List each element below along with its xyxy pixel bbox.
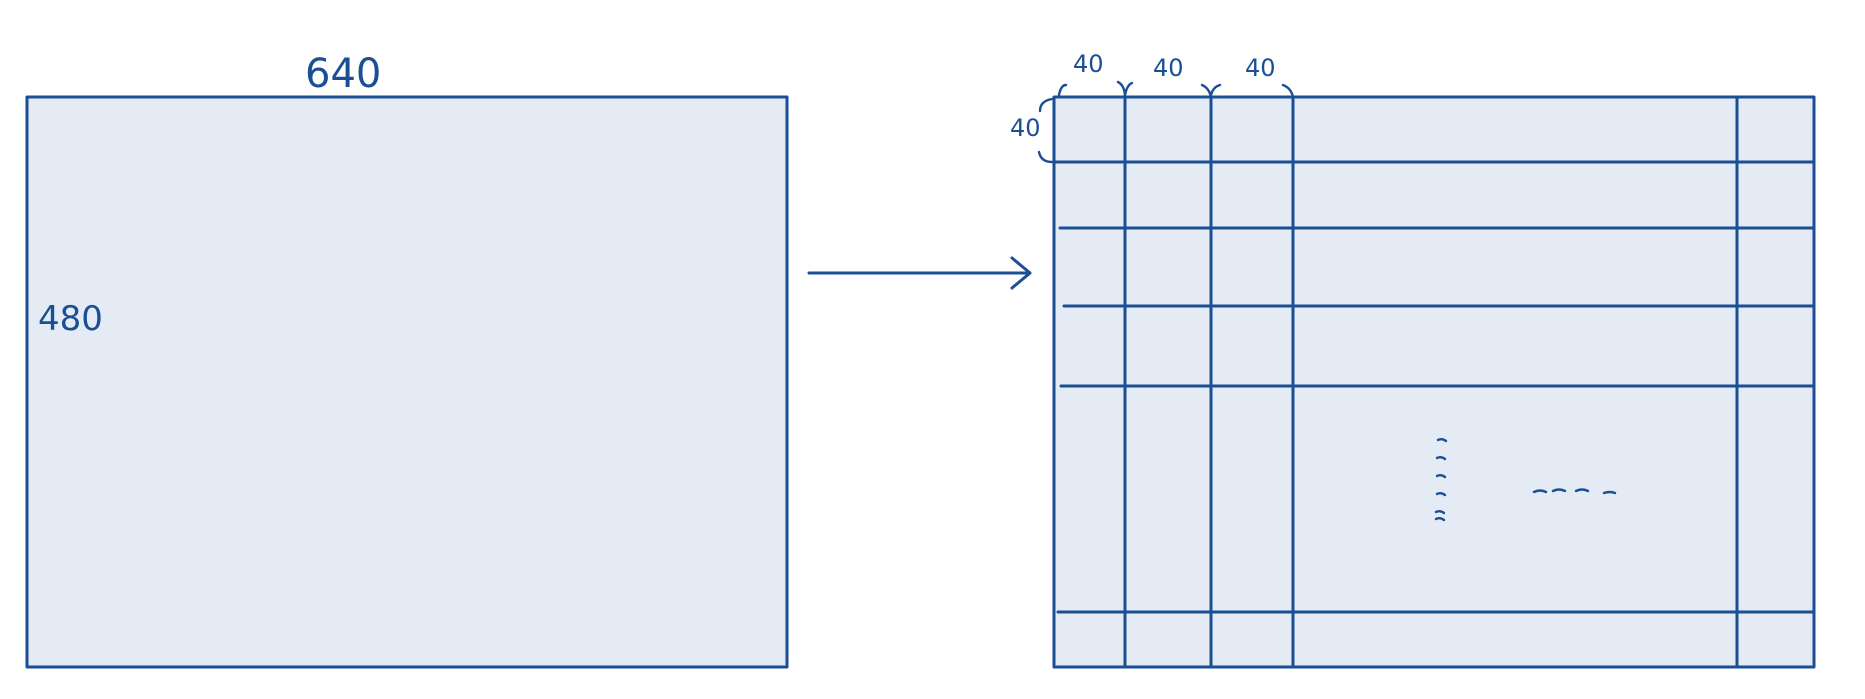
column-width-label: 40 — [1153, 54, 1184, 82]
source-image: 640 480 — [25, 51, 789, 669]
horizontal-ellipsis-icon — [1532, 488, 1617, 495]
height-label: 480 — [38, 299, 103, 339]
vertical-ellipsis-icon — [1434, 438, 1448, 522]
grid-image: 40 40 40 40 — [1010, 50, 1816, 669]
column-width-label: 40 — [1245, 54, 1276, 82]
width-label: 640 — [305, 51, 381, 97]
row-height-bracket — [1037, 97, 1054, 164]
grid-image-fill — [1054, 97, 1814, 667]
transform-arrow — [807, 256, 1032, 290]
row-height-label: 40 — [1010, 114, 1041, 142]
column-width-brackets — [1057, 80, 1295, 99]
grid-image-border — [1052, 95, 1816, 669]
source-image-border — [25, 95, 789, 669]
source-image-fill — [27, 97, 787, 667]
arrow-head-icon — [1010, 256, 1032, 290]
column-width-label: 40 — [1073, 50, 1104, 78]
